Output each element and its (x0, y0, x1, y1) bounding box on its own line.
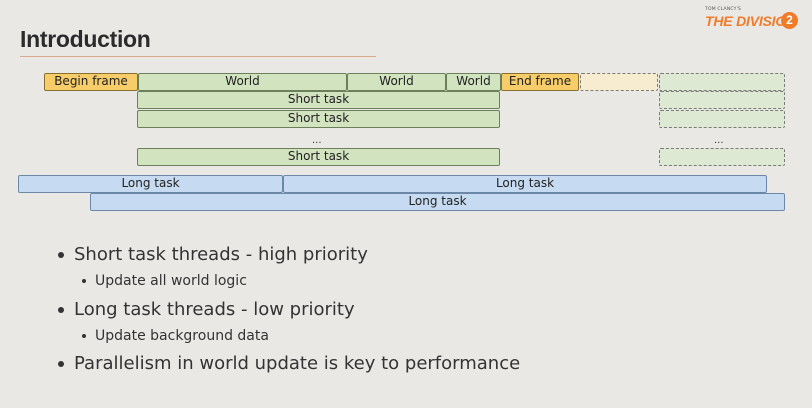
logo-number: 2 (781, 12, 798, 29)
world-block-1: World (138, 73, 347, 91)
sub-bullet-text: Update background data (95, 328, 269, 344)
bullet-text: Parallelism in world update is key to pe… (74, 353, 521, 374)
sub-bullet-dot-icon (82, 334, 86, 338)
next-short-task-placeholder-2 (659, 110, 785, 128)
bullet-item: Short task threads - high priority (58, 244, 368, 265)
bullet-dot-icon (58, 361, 64, 367)
sub-bullet-item: Update all world logic (82, 273, 247, 289)
title-divider (20, 56, 376, 57)
sub-bullet-dot-icon (82, 279, 86, 283)
bullet-item: Long task threads - low priority (58, 299, 355, 320)
next-frame-placeholder (580, 73, 658, 91)
short-task-ellipsis: ... (312, 135, 322, 146)
logo-main-text: THE DIVISION (705, 13, 796, 29)
slide-title: Introduction (20, 26, 151, 52)
next-short-task-placeholder-n (659, 148, 785, 166)
begin-frame-block: Begin frame (44, 73, 138, 91)
end-frame-block: End frame (501, 73, 579, 91)
short-task-1: Short task (137, 91, 500, 109)
sub-bullet-item: Update background data (82, 328, 269, 344)
next-world-placeholder (659, 73, 785, 91)
long-task-2: Long task (283, 175, 767, 193)
short-task-n: Short task (137, 148, 500, 166)
world-block-2: World (347, 73, 446, 91)
sub-bullet-text: Update all world logic (95, 273, 247, 289)
next-short-task-placeholder-1 (659, 91, 785, 109)
game-logo: TOM CLANCY'S THE DIVISION 2 (703, 7, 799, 37)
logo-small-text: TOM CLANCY'S (705, 7, 742, 12)
bullet-dot-icon (58, 252, 64, 258)
long-task-3: Long task (90, 193, 785, 211)
bullet-item: Parallelism in world update is key to pe… (58, 353, 520, 374)
bullet-text: Long task threads - low priority (74, 299, 355, 320)
next-short-task-ellipsis: ... (714, 135, 724, 146)
bullet-text: Short task threads - high priority (74, 244, 368, 265)
short-task-2: Short task (137, 110, 500, 128)
long-task-1: Long task (18, 175, 283, 193)
bullet-dot-icon (58, 307, 64, 313)
world-block-3: World (446, 73, 501, 91)
